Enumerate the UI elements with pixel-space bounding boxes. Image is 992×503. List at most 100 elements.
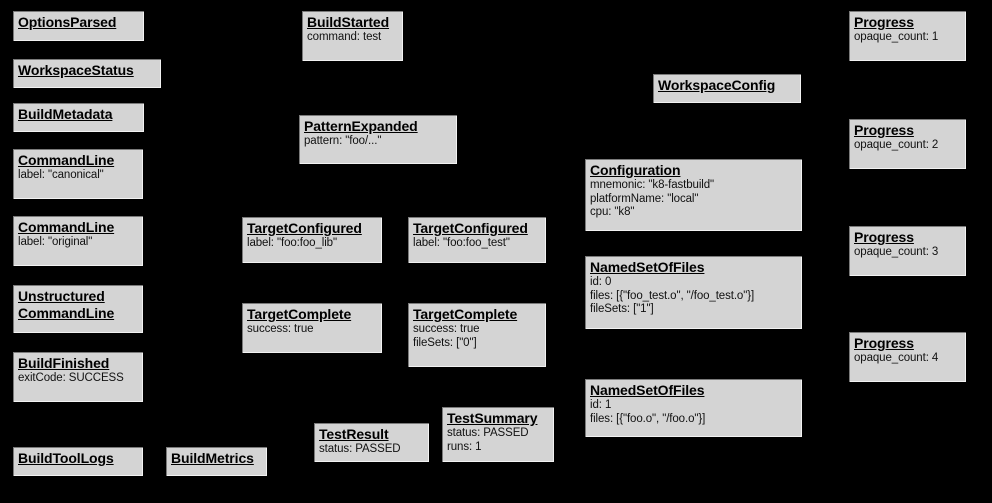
node-field: id: 0 [590, 276, 612, 288]
node-title: TargetConfigured [247, 220, 377, 237]
node-title: BuildMetadata [18, 106, 139, 123]
node-title-line: TestSummary [447, 410, 538, 426]
node-field: id: 1 [590, 399, 612, 411]
node-title-line: BuildFinished [18, 355, 110, 371]
node-title: TargetConfigured [413, 220, 541, 237]
node-title: Progress [854, 14, 961, 31]
node-title-line: TestResult [319, 426, 389, 442]
node-title-line: Unstructured [18, 288, 105, 304]
event-node-workspace-status[interactable]: WorkspaceStatus [12, 58, 162, 89]
node-field: label: "foo:foo_test" [413, 237, 510, 249]
event-node-options-parsed[interactable]: OptionsParsed [12, 10, 145, 42]
node-title-line: CommandLine [18, 219, 115, 235]
node-title: TestResult [319, 426, 424, 443]
node-title: Progress [854, 335, 961, 352]
node-title-line: CommandLine [18, 305, 115, 321]
node-field: cpu: "k8" [590, 206, 635, 218]
node-field: fileSets: ["1"] [590, 303, 654, 315]
node-title-line: BuildToolLogs [18, 450, 114, 466]
node-title: CommandLine [18, 152, 138, 169]
node-title: TestSummary [447, 410, 549, 427]
node-title: BuildStarted [307, 14, 398, 31]
node-field: fileSets: ["0"] [413, 336, 477, 349]
node-title: Progress [854, 229, 961, 246]
node-title-line: TargetComplete [247, 306, 352, 322]
node-field: platformName: "local" [590, 192, 699, 205]
node-title: Progress [854, 122, 961, 139]
node-field: opaque_count: 4 [854, 352, 939, 364]
node-title: PatternExpanded [304, 118, 452, 135]
node-title: WorkspaceConfig [658, 77, 796, 94]
event-node-workspace-config[interactable]: WorkspaceConfig [652, 73, 802, 104]
node-title-line: Progress [854, 122, 914, 138]
node-field: runs: 1 [447, 440, 482, 453]
node-field: status: PASSED [447, 427, 529, 439]
node-title: TargetComplete [413, 306, 541, 323]
node-field: success: true [247, 323, 314, 335]
node-title-line: WorkspaceStatus [18, 62, 134, 78]
node-title-line: TargetComplete [413, 306, 518, 322]
node-title: NamedSetOfFiles [590, 382, 797, 399]
node-title-line: BuildMetadata [18, 106, 113, 122]
node-title-line: Progress [854, 14, 914, 30]
node-title: CommandLine [18, 219, 138, 236]
node-field: status: PASSED [319, 443, 401, 455]
node-field: files: [{"foo_test.o", "/foo_test.o"}] [590, 289, 755, 302]
node-field: files: [{"foo.o", "/foo.o"}] [590, 412, 706, 425]
node-field: label: "original" [18, 236, 93, 248]
node-title: BuildMetrics [171, 450, 262, 467]
node-field: success: true [413, 323, 480, 335]
event-node-build-metrics[interactable]: BuildMetrics [165, 446, 268, 477]
node-field: mnemonic: "k8-fastbuild" [590, 179, 715, 191]
node-field: pattern: "foo/..." [304, 135, 382, 147]
node-field: opaque_count: 3 [854, 246, 939, 258]
node-title: TargetComplete [247, 306, 377, 323]
node-field: opaque_count: 1 [854, 31, 939, 43]
node-title-line: Progress [854, 335, 914, 351]
node-title: Configuration [590, 162, 797, 179]
node-title-line: Progress [854, 229, 914, 245]
node-title-line: NamedSetOfFiles [590, 259, 705, 275]
node-title-line: Configuration [590, 162, 681, 178]
event-node-build-tool-logs[interactable]: BuildToolLogs [12, 446, 144, 477]
node-field: command: test [307, 31, 382, 43]
event-node-build-metadata[interactable]: BuildMetadata [12, 102, 145, 133]
node-title-line: OptionsParsed [18, 14, 117, 30]
node-title-line: PatternExpanded [304, 118, 418, 134]
node-title-line: CommandLine [18, 152, 115, 168]
node-title: BuildFinished [18, 355, 138, 372]
node-title-line: BuildStarted [307, 14, 390, 30]
node-title-line: WorkspaceConfig [658, 77, 776, 93]
node-title-line: TargetConfigured [413, 220, 528, 236]
node-title-line: TargetConfigured [247, 220, 362, 236]
node-field: label: "foo:foo_lib" [247, 237, 337, 249]
node-title: BuildToolLogs [18, 450, 138, 467]
node-field: opaque_count: 2 [854, 139, 939, 151]
node-title-line: NamedSetOfFiles [590, 382, 705, 398]
node-field: label: "canonical" [18, 169, 104, 181]
node-title-line: BuildMetrics [171, 450, 254, 466]
node-title: NamedSetOfFiles [590, 259, 797, 276]
node-field: exitCode: SUCCESS [18, 372, 124, 384]
